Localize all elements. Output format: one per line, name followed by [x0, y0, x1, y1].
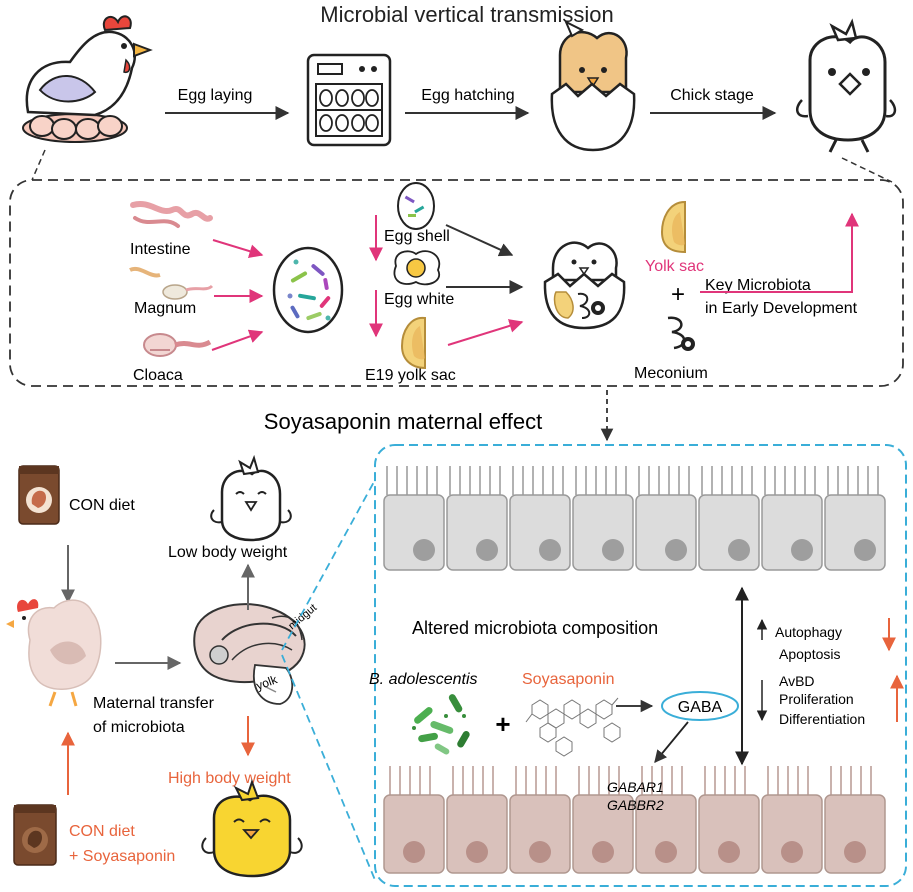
apoptosis-label: Apoptosis	[779, 646, 840, 662]
receptor-gabar1: GABAR1	[607, 779, 664, 795]
source-cloaca: Cloaca	[133, 367, 183, 384]
hen-icon	[6, 599, 102, 707]
part-egg-white: Egg white	[384, 291, 454, 308]
high-body-weight-label: High body weight	[168, 770, 291, 787]
part-e19-yolk-sac: E19 yolk sac	[365, 367, 456, 384]
yolk-sac-label: Yolk sac	[645, 258, 704, 275]
bottom-title: Soyasaponin maternal effect	[264, 409, 542, 434]
gray-epithelium	[383, 466, 886, 571]
plus-sign: +	[671, 281, 685, 308]
low-body-weight-label: Low body weight	[168, 544, 288, 561]
con-diet-bag-icon	[18, 465, 60, 525]
source-intestine: Intestine	[130, 241, 191, 258]
intestine-panel	[374, 444, 907, 887]
high-body-weight-chick-icon	[201, 779, 303, 878]
top-title: Microbial vertical transmission	[320, 2, 613, 27]
proliferation-label: Proliferation	[779, 691, 854, 707]
key-microbiota-line2: in Early Development	[705, 300, 858, 317]
altered-microbiota-label: Altered microbiota composition	[412, 618, 658, 638]
cloaca-icon	[143, 333, 212, 357]
con-soyasaponin-bag-icon	[13, 804, 57, 866]
low-body-weight-chick-icon	[210, 454, 292, 542]
transmission-box	[9, 179, 904, 387]
incubator-icon	[306, 53, 392, 147]
egg-white-icon	[393, 250, 441, 286]
chick-icon	[795, 18, 897, 153]
meconium-label: Meconium	[634, 365, 708, 382]
egg-shell-icon	[397, 182, 435, 230]
differentiation-label: Differentiation	[779, 711, 865, 727]
step-chick-stage: Chick stage	[670, 87, 754, 104]
bacteria-name: B. adolescentis	[369, 671, 478, 688]
yolk-sac-icon	[400, 316, 426, 370]
soyasaponin-label: Soyasaponin	[522, 671, 615, 688]
hatching-chick-gut-icon	[543, 241, 626, 330]
gaba-label: GABA	[678, 699, 723, 716]
bacteria-cluster-icon	[412, 694, 470, 755]
intestine-icon	[130, 200, 213, 228]
autophagy-label: Autophagy	[775, 624, 842, 640]
key-microbiota-line1: Key Microbiota	[705, 277, 811, 294]
maternal-transfer-line1: Maternal transfer	[93, 695, 215, 712]
pink-epithelium	[383, 766, 886, 874]
bacteria-plus: +	[495, 709, 510, 739]
hatching-chick-icon	[550, 19, 636, 152]
microbe-egg-icon	[272, 246, 344, 334]
avbd-label: AvBD	[779, 673, 815, 689]
con-soya-line2: + Soyasaponin	[69, 848, 175, 865]
part-egg-shell: Egg shell	[384, 228, 450, 245]
embryo-gut-icon	[193, 603, 306, 705]
yolk-sac-half-icon	[660, 200, 686, 254]
hen-on-eggs-icon	[22, 15, 153, 143]
soyasaponin-structure-icon	[525, 697, 621, 757]
step-egg-laying: Egg laying	[178, 87, 253, 104]
midgut-label: midgut	[286, 602, 319, 632]
maternal-transfer-line2: of microbiota	[93, 719, 185, 736]
magnum-icon	[129, 266, 214, 300]
step-egg-hatching: Egg hatching	[421, 87, 514, 104]
receptor-gabbr2: GABBR2	[607, 797, 664, 813]
source-magnum: Magnum	[134, 300, 196, 317]
meconium-gut-icon	[667, 316, 695, 351]
con-diet-label: CON diet	[69, 497, 135, 514]
con-soya-line1: CON diet	[69, 823, 135, 840]
